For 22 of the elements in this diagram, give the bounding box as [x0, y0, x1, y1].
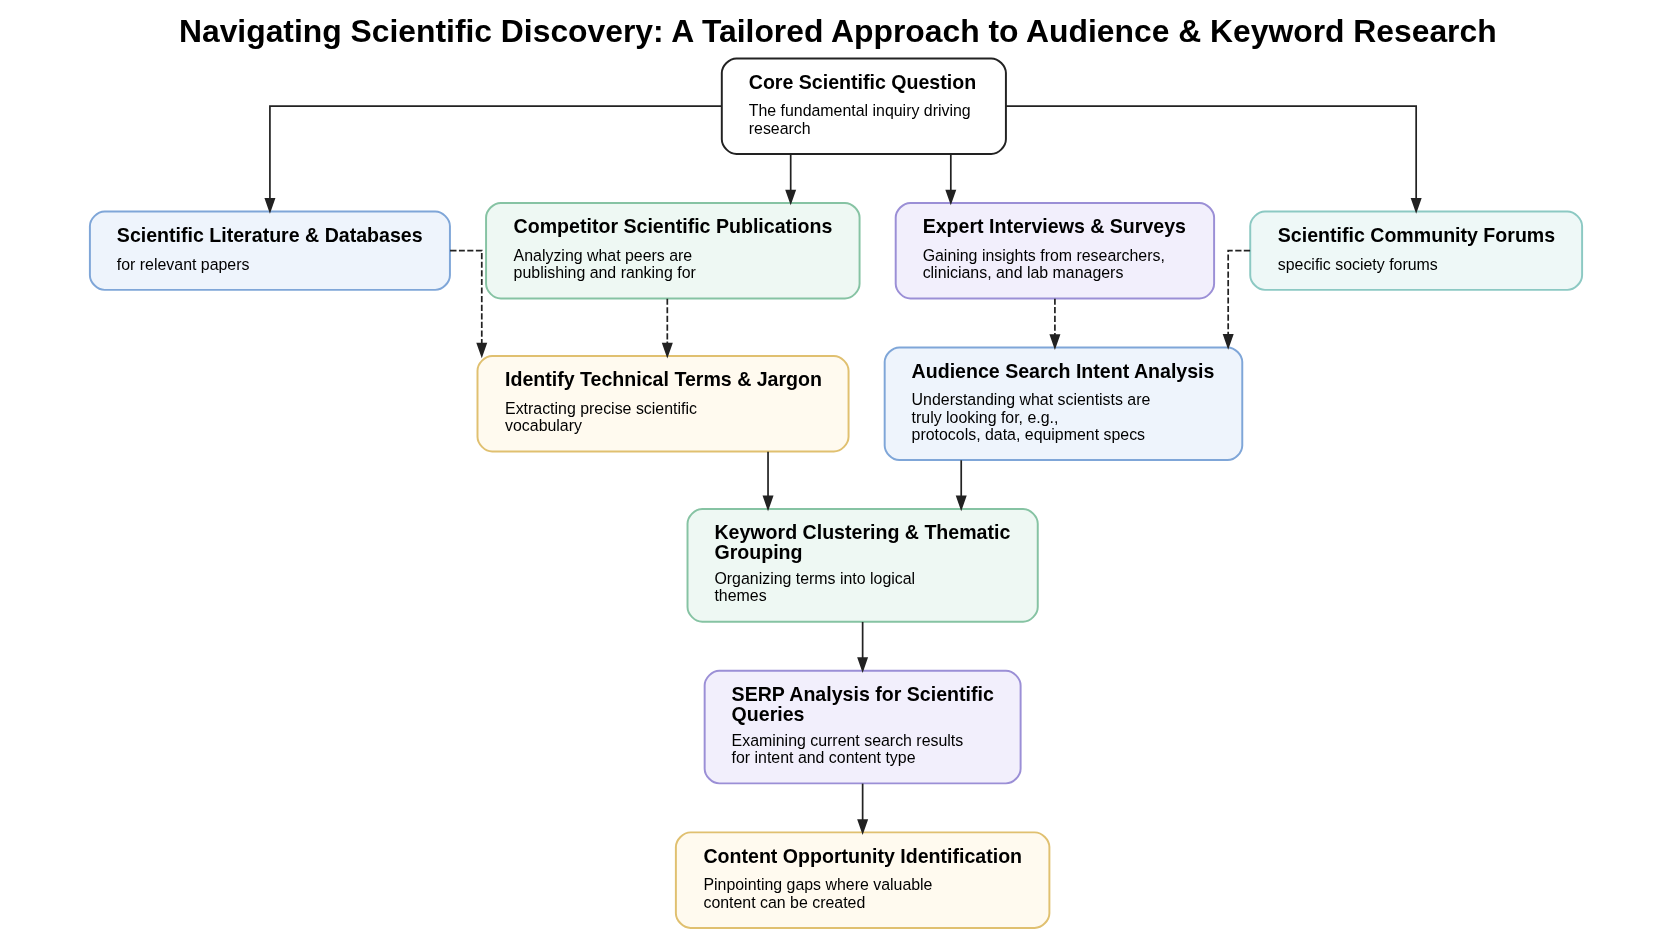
node-box: Scientific Literature & Databases for relevant papers [88, 210, 451, 291]
arrow [762, 450, 774, 512]
arrow [955, 459, 967, 512]
node-box: Core Scientific Question The fundamental inquiry driving research [720, 57, 1007, 155]
node-box: Audience Search Intent Analysis Understanding what scientists are truly looking for, e.g., protocols, data, equipment specs [883, 346, 1244, 462]
arrow [785, 153, 797, 206]
node-box: Content Opportunity Identification Pinpointing gaps where valuable content can be created [674, 831, 1051, 929]
arrow [661, 297, 673, 359]
arrow [264, 105, 723, 214]
node-box: Expert Interviews & Surveys Gaining insights from researchers, clinicians, and lab managers [894, 201, 1216, 300]
node-box: Scientific Community Forums specific society forums [1249, 210, 1584, 291]
arrow [449, 249, 488, 359]
arrow [857, 782, 869, 835]
node-box: Competitor Scientific Publications Analyzing what peers are publishing and ranking for [485, 201, 861, 300]
diagram-title: Navigating Scientific Discovery: A Tailored Approach to Audience & Keyword Research [178, 13, 1497, 50]
arrow [857, 621, 869, 673]
node-box: SERP Analysis for Scientific Queries Examining current search results for intent and content type [703, 669, 1022, 785]
arrow [1049, 297, 1061, 350]
arrow [1005, 105, 1422, 214]
node-box: Keyword Clustering & Thematic Grouping Organizing terms into logical themes [686, 508, 1039, 623]
arrow [945, 153, 957, 206]
node-box: Identify Technical Terms & Jargon Extracting precise scientific vocabulary [476, 355, 850, 453]
